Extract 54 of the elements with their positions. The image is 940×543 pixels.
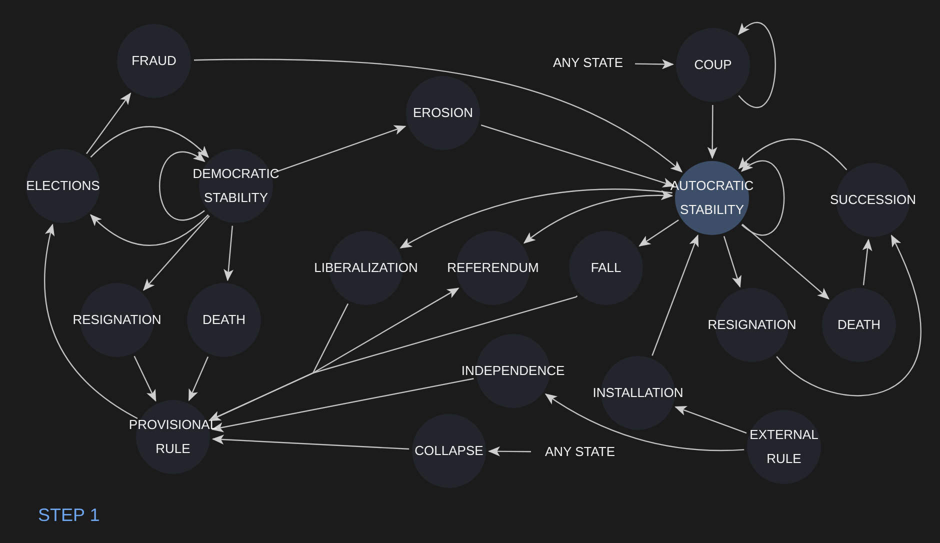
arrow bbox=[638, 220, 679, 247]
arrow bbox=[742, 224, 830, 300]
arrow bbox=[523, 190, 674, 244]
arrow bbox=[212, 434, 410, 450]
loop-arrow bbox=[738, 22, 776, 108]
arrow bbox=[400, 188, 672, 248]
arrow bbox=[44, 224, 138, 420]
arrow bbox=[652, 234, 699, 356]
arrow bbox=[544, 394, 744, 452]
loop-arrow bbox=[740, 160, 785, 236]
state-label: AUTOCRATIC STABILITY bbox=[669, 177, 755, 219]
state-label: LIBERALIZATION bbox=[314, 259, 418, 277]
arrow bbox=[723, 236, 742, 288]
arrow bbox=[90, 126, 210, 158]
state-label: ANY STATE bbox=[552, 54, 624, 72]
state-label: FALL bbox=[590, 259, 622, 277]
arrow bbox=[488, 446, 531, 456]
state-label: ELECTIONS bbox=[26, 177, 100, 195]
arrow bbox=[86, 92, 132, 154]
arrow bbox=[209, 288, 460, 421]
state-label: COLLAPSE bbox=[414, 442, 484, 460]
state-label: RESIGNATION bbox=[708, 316, 796, 334]
arrow bbox=[480, 124, 675, 188]
state-label: DEATH bbox=[202, 311, 246, 329]
arrow bbox=[90, 214, 209, 246]
arrow bbox=[274, 125, 406, 174]
arrow bbox=[707, 105, 718, 159]
arrow bbox=[674, 406, 747, 434]
state-label: ANY STATE bbox=[544, 443, 616, 461]
arrow bbox=[194, 58, 683, 172]
arrow bbox=[211, 378, 474, 432]
state-label: REFERENDUM bbox=[447, 259, 539, 277]
state-label: INDEPENDENCE bbox=[461, 362, 565, 380]
arrow bbox=[188, 356, 209, 402]
arrow bbox=[208, 303, 349, 421]
arrow bbox=[142, 216, 210, 291]
state-label: DEATH bbox=[837, 316, 881, 334]
state-label: INSTALLATION bbox=[592, 384, 684, 402]
state-label: RESIGNATION bbox=[72, 311, 162, 329]
state-label: EXTERNAL RULE bbox=[748, 426, 820, 468]
loop-arrow bbox=[159, 151, 206, 221]
state-label: EROSION bbox=[413, 104, 473, 122]
arrow bbox=[134, 356, 156, 402]
step-label: STEP 1 bbox=[38, 504, 100, 527]
state-label: PROVISIONAL RULE bbox=[128, 416, 218, 458]
state-label: SUCCESSION bbox=[830, 191, 916, 209]
arrow bbox=[634, 59, 674, 70]
arrow bbox=[776, 234, 922, 396]
state-label: FRAUD bbox=[132, 52, 176, 70]
arrow bbox=[862, 238, 872, 286]
state-label: COUP bbox=[694, 56, 732, 74]
arrow bbox=[738, 138, 848, 170]
state-label: DEMOCRATIC STABILITY bbox=[192, 165, 280, 207]
arrow bbox=[224, 226, 234, 282]
